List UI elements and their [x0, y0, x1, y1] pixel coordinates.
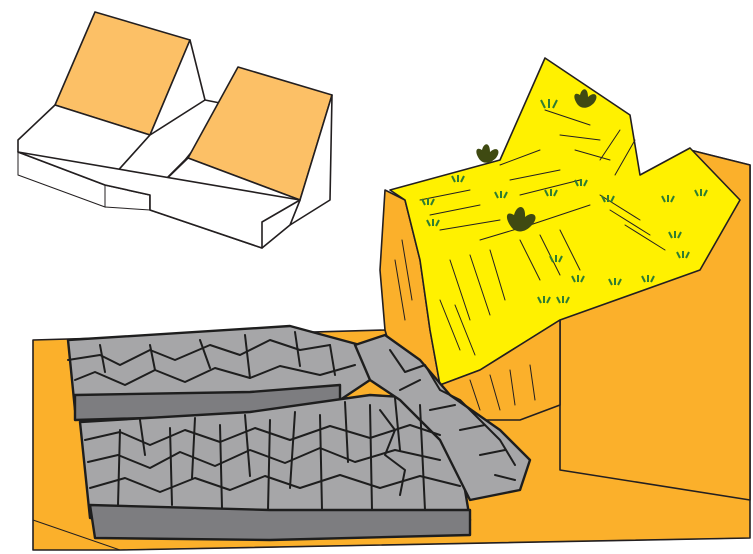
shrub-icon — [506, 206, 536, 232]
inset-block-diagram — [17, 11, 333, 249]
inset-base-front — [17, 151, 301, 249]
ground-front-edge — [32, 519, 751, 551]
shrub-icon — [574, 89, 597, 108]
vegetation — [421, 89, 708, 304]
rock-debris — [66, 324, 532, 542]
rock-cracks — [67, 331, 516, 511]
shrub-icon — [476, 144, 499, 163]
slope-surface — [389, 57, 741, 386]
grass-tuft-icon — [421, 99, 708, 304]
slope-fissures — [394, 109, 666, 411]
rock-tongue — [353, 333, 532, 502]
rock-slab-front-edge — [88, 503, 472, 542]
